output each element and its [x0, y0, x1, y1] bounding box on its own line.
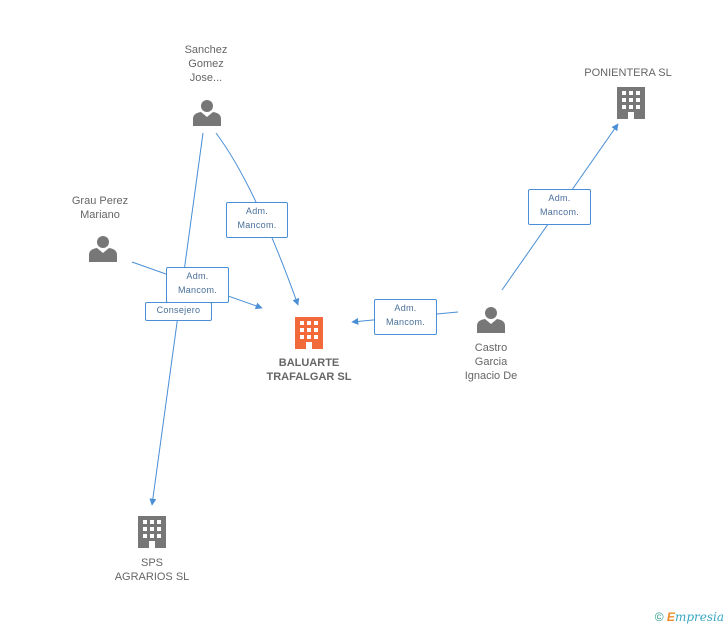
node-label-baluarte[interactable]: BALUARTE TRAFALGAR SL — [249, 356, 369, 384]
node-label-line: Mariano — [80, 209, 120, 221]
node-label-line: TRAFALGAR SL — [266, 371, 352, 383]
node-label-grau[interactable]: Grau Perez Mariano — [60, 194, 140, 222]
relation-line: Adm. — [245, 206, 269, 216]
brand-name: mpresia — [674, 610, 724, 624]
node-label-line: Castro — [474, 342, 508, 354]
relation-box-grau-baluarte[interactable]: Adm. Mancom. — [166, 267, 229, 303]
relation-box-sanchez-baluarte[interactable]: Adm. Mancom. — [226, 202, 288, 238]
node-label-line: Grau Perez — [71, 195, 129, 207]
node-label-line: SPS — [140, 557, 163, 569]
relation-line: Mancom. — [237, 220, 277, 230]
relation-line: Mancom. — [177, 285, 218, 295]
relation-box-castro-baluarte[interactable]: Adm. Mancom. — [374, 299, 437, 335]
node-label-line: Garcia — [474, 356, 508, 368]
brand-initial: E — [666, 610, 675, 624]
relation-box-sanchez-sps[interactable]: Consejero — [145, 302, 212, 321]
footer-brand: © Empresia — [655, 610, 724, 624]
node-label-castro[interactable]: Castro Garcia Ignacio De — [451, 341, 531, 383]
node-label-line: Sanchez — [184, 44, 228, 56]
node-label-line: Jose... — [189, 72, 223, 84]
person-icon-grau — [89, 236, 117, 262]
relation-box-castro-ponientera[interactable]: Adm. Mancom. — [528, 189, 591, 225]
node-label-ponientera[interactable]: PONIENTERA SL — [578, 66, 678, 80]
node-label-line: AGRARIOS SL — [114, 571, 190, 583]
relation-line: Adm. — [186, 271, 209, 281]
building-icon-sps — [138, 516, 166, 548]
relation-line: Adm. — [548, 193, 571, 203]
person-icon-castro — [477, 307, 505, 333]
relation-line: Adm. — [394, 303, 417, 313]
building-icon-baluarte — [295, 317, 323, 349]
relation-line: Mancom. — [385, 317, 426, 327]
copyright-icon: © — [654, 610, 664, 624]
node-label-line: Ignacio De — [464, 370, 518, 382]
node-label-line: Gomez — [188, 58, 224, 70]
relation-line: Mancom. — [539, 207, 580, 217]
relation-line: Consejero — [156, 305, 201, 315]
building-icon-ponientera — [617, 87, 645, 119]
node-label-sps[interactable]: SPS AGRARIOS SL — [102, 556, 202, 584]
node-label-line: PONIENTERA SL — [584, 67, 672, 79]
person-icon-sanchez — [193, 100, 221, 126]
node-label-line: BALUARTE — [278, 357, 340, 369]
node-label-sanchez[interactable]: Sanchez Gomez Jose... — [176, 43, 236, 85]
